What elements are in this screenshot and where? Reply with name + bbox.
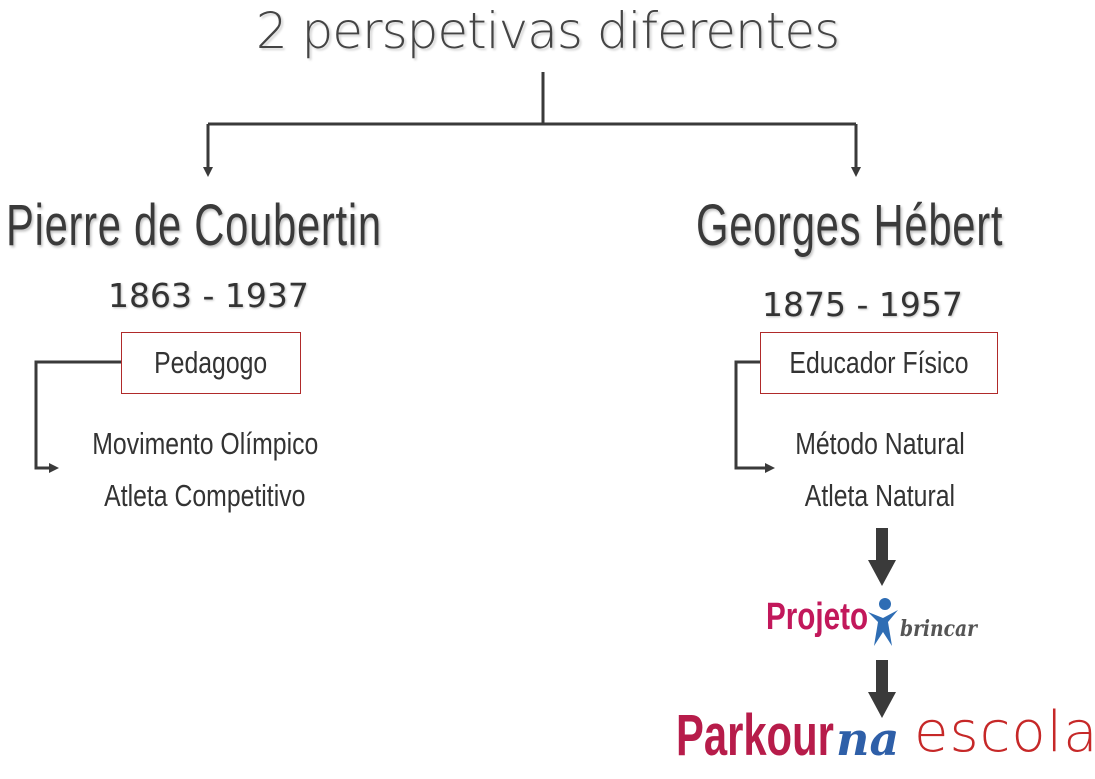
left-role-box: Pedagogo — [121, 332, 301, 394]
parkour-na-escola-logo: Parkour na escola — [676, 700, 1095, 772]
projeto-text: Projeto — [766, 596, 869, 638]
thick-arrow-2-shaft — [876, 660, 888, 694]
person-figure-icon — [868, 598, 898, 646]
diagram-title: 2 perspetivas diferentes — [255, 2, 840, 60]
thick-arrow-1-head — [868, 560, 896, 586]
escola-text: escola — [914, 700, 1095, 765]
right-trait-2: Atleta Natural — [804, 478, 956, 513]
parkour-text: Parkour — [676, 703, 834, 768]
thick-arrow-2-head — [868, 692, 896, 718]
na-text: na — [836, 712, 900, 766]
right-role-box: Educador Físico — [760, 332, 998, 394]
thick-arrow-1-shaft — [876, 528, 888, 562]
arrow-left-bracket — [34, 360, 122, 473]
brincar-text: brincar — [900, 616, 977, 642]
left-trait-2: Atleta Competitivo — [104, 478, 306, 513]
right-person-name: Georges Hébert — [696, 193, 1004, 258]
left-person-years: 1863 - 1937 — [108, 276, 309, 315]
left-traits: Movimento Olímpico Atleta Competitivo — [55, 418, 355, 522]
right-person-years: 1875 - 1957 — [762, 285, 963, 324]
left-person-name: Pierre de Coubertin — [6, 193, 382, 258]
right-traits: Método Natural Atleta Natural — [730, 418, 1030, 522]
left-trait-1: Movimento Olímpico — [91, 426, 319, 461]
right-role-label: Educador Físico — [789, 345, 969, 380]
right-trait-1: Método Natural — [795, 426, 965, 461]
arrow-right-bracket — [734, 360, 775, 473]
projeto-brincar-logo: Projeto brincar — [766, 596, 996, 656]
left-role-label: Pedagogo — [154, 345, 268, 380]
